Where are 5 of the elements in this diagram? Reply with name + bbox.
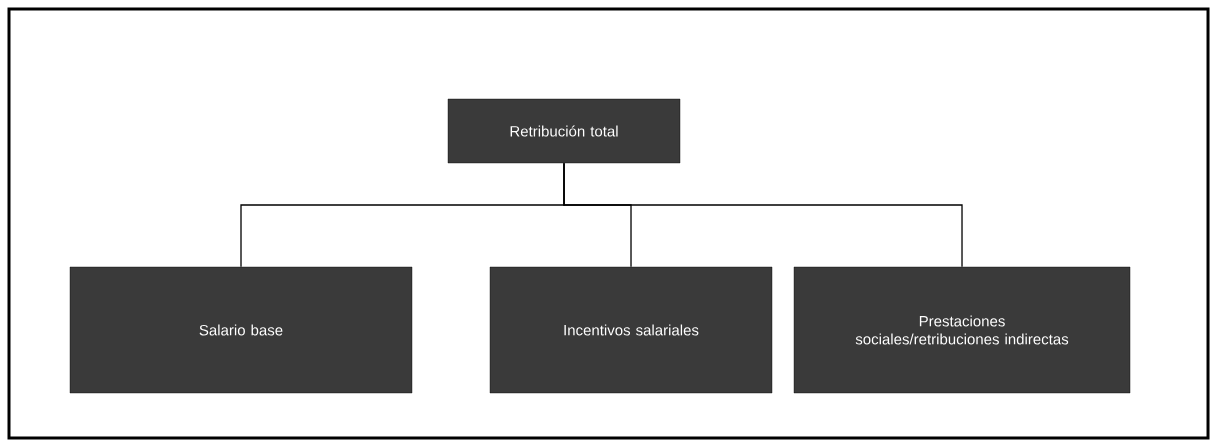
connector: [563, 162, 963, 268]
box: Prestaciones sociales/retribuciones indirectas: [793, 266, 1131, 394]
box: Retribución total: [447, 98, 681, 164]
box: Incentivos salariales: [489, 266, 773, 394]
box: Salario base: [69, 266, 413, 394]
